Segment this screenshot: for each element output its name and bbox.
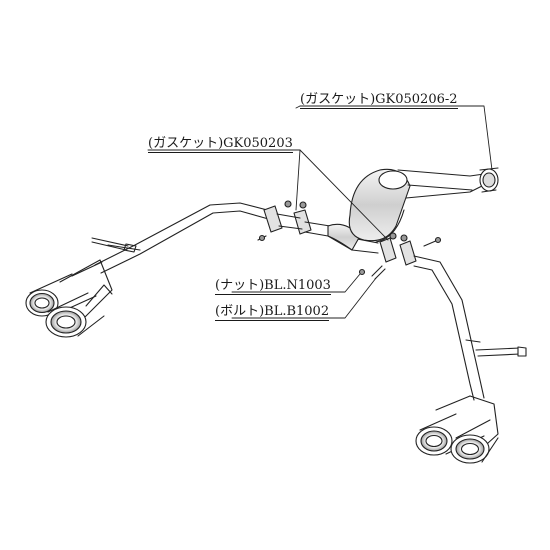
- callout-gasket-rear: (ガスケット)GK050206-2: [300, 92, 458, 109]
- right-dual-tips: [415, 395, 499, 464]
- callout-nut: (ナット)BL.N1003: [215, 278, 331, 295]
- callout-bolt: (ボルト)BL.B1002: [215, 304, 330, 321]
- center-muffler: [348, 168, 491, 243]
- left-flange-joint: [257, 200, 312, 242]
- right-pipe: [413, 255, 527, 401]
- right-flange-joint: [358, 232, 442, 280]
- left-pipe: [91, 202, 276, 274]
- callout-gasket-center: (ガスケット)GK050203: [148, 136, 293, 153]
- leader-lines: [147, 105, 493, 319]
- rear-inlet-flange: [479, 167, 499, 193]
- left-dual-tips: [25, 259, 113, 338]
